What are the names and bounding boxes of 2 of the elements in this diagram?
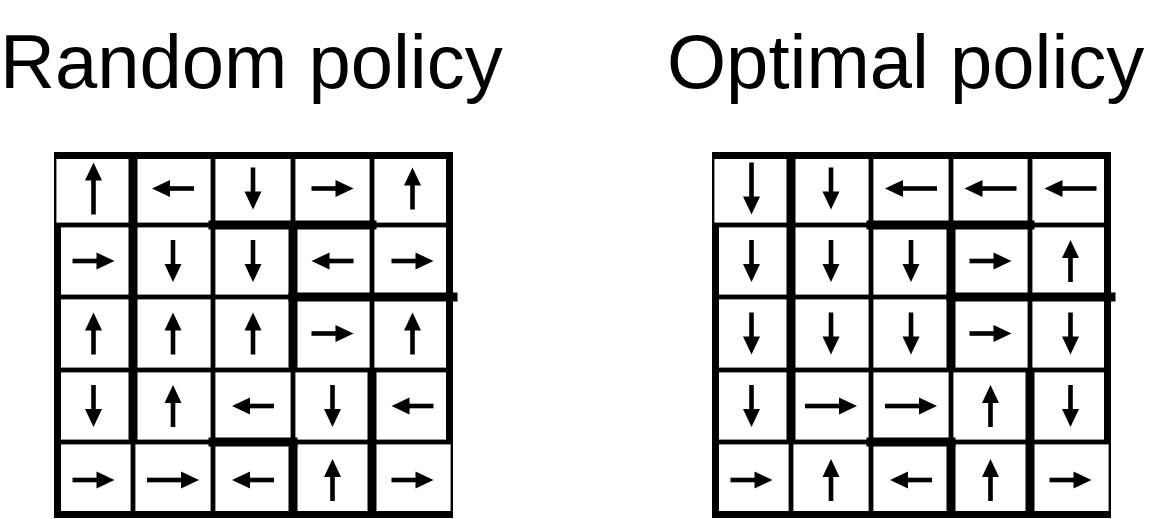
heading: Optimal policy <box>667 18 1145 106</box>
heading: Random policy <box>0 18 503 106</box>
